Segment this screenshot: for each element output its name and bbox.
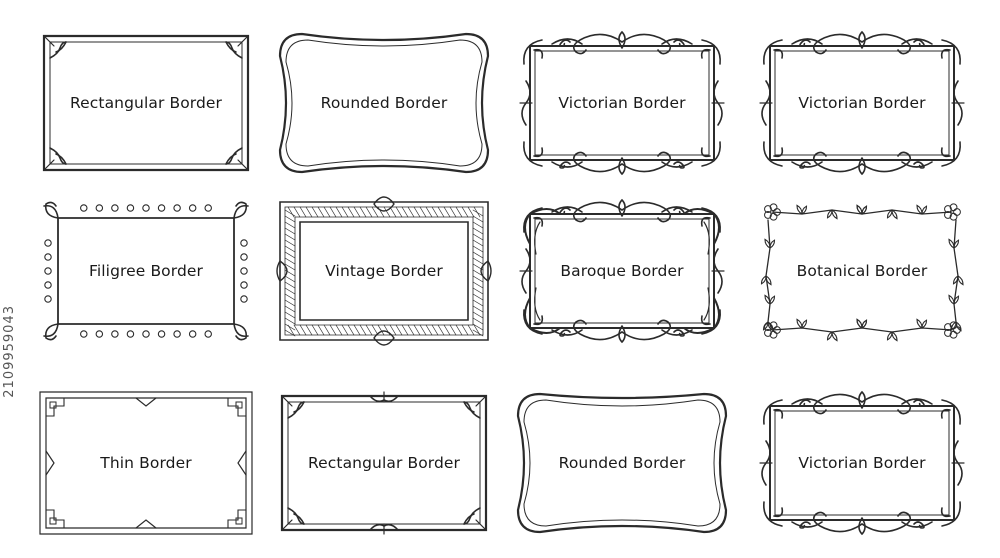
border-frame-victorian: Victorian Border [512,28,732,178]
border-frame-victorian: Victorian Border [752,388,972,538]
border-frame-vintage: Vintage Border [274,196,494,346]
border-label: Rectangular Border [307,454,461,472]
border-label: Rounded Border [320,94,448,112]
border-ornament [516,392,728,534]
border-ornament [519,198,725,344]
stock-id-watermark: 2109959043 [2,305,17,398]
border-label: Filigree Border [88,262,204,280]
border-ornament [280,391,488,535]
border-label: Victorian Border [798,94,926,112]
border-label: Rectangular Border [69,94,223,112]
border-label: Victorian Border [558,94,686,112]
border-frame-rectangular: Rectangular Border [36,28,256,178]
border-label: Vintage Border [325,262,443,280]
border-ornament [278,32,490,174]
border-ornament [759,30,965,176]
border-ornament [760,203,964,342]
border-ornament [43,201,249,341]
border-frame-thin: Thin Border [36,388,256,538]
border-label: Rounded Border [558,454,686,472]
border-ornament [39,391,253,535]
border-ornament [42,34,250,172]
border-frame-botanical: Botanical Border [752,196,972,346]
border-frame-rounded: Rounded Border [274,28,494,178]
border-frame-victorian: Victorian Border [752,28,972,178]
border-frame-rectangular2: Rectangular Border [274,388,494,538]
border-frame-baroque: Baroque Border [512,196,732,346]
border-label: Baroque Border [560,262,684,280]
border-frame-filigree: Filigree Border [36,196,256,346]
border-frame-rounded2: Rounded Border [512,388,732,538]
border-label: Thin Border [100,454,192,472]
border-ornament [759,390,965,536]
border-label: Victorian Border [798,454,926,472]
border-ornament [276,196,492,346]
border-label: Botanical Border [796,262,928,280]
border-ornament [519,30,725,176]
